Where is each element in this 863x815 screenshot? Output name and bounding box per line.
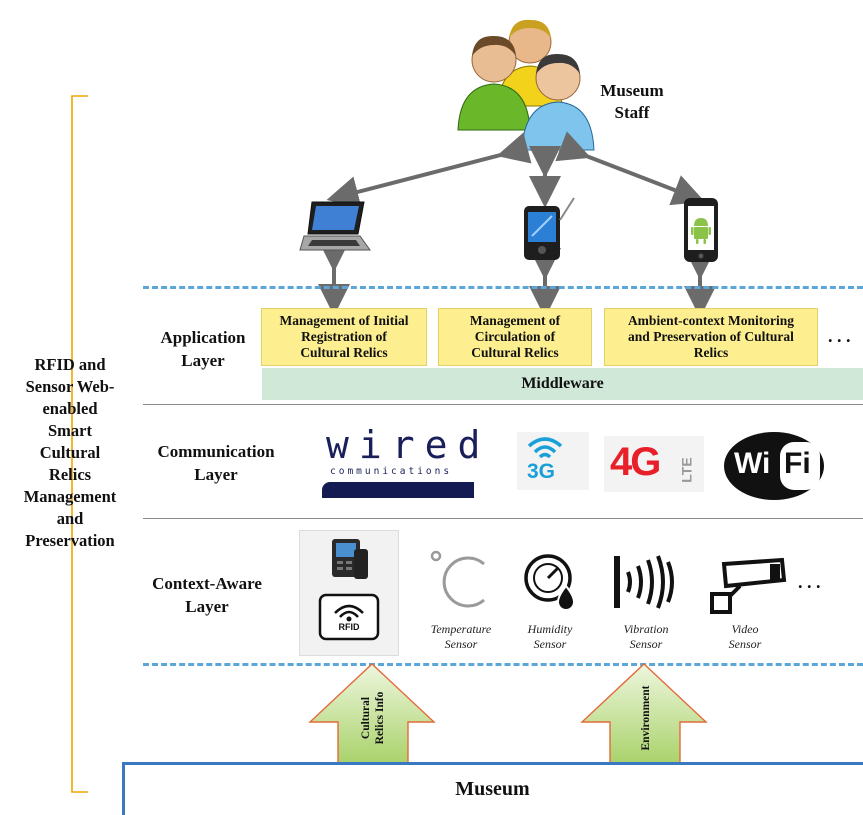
side-bracket [71, 95, 88, 793]
wired-logo-text: wired [326, 423, 491, 467]
sensor-label-line: Humidity [527, 622, 573, 636]
app-box-line: Registration of [301, 329, 387, 344]
wifi-logo [724, 432, 824, 500]
temperature-sensor-label: Temperature Sensor [418, 622, 504, 652]
side-line: Sensor Web- [25, 377, 115, 396]
arrow-staff-phone [555, 131, 705, 206]
staff-label-line: Staff [614, 103, 650, 122]
museum-staff-label: Museum Staff [584, 80, 680, 124]
sensor-label-line: Vibration [623, 622, 669, 636]
sensor-label-line: Sensor [629, 637, 663, 651]
layer-label-line: Communication [157, 442, 275, 461]
layer-label-line: Layer [181, 351, 225, 370]
4g-logo-text: 4G [610, 440, 661, 484]
temperature-sensor-icon [430, 550, 485, 608]
rfid-tag-text: RFID [338, 622, 360, 632]
side-title: RFID and Sensor Web- enabled Smart Cultu… [2, 354, 138, 552]
communication-layer-label: Communication Layer [136, 440, 296, 486]
pda-icon [524, 197, 575, 260]
laptop-icon [299, 201, 371, 251]
app-box-line: Management of Initial [279, 313, 409, 328]
side-line: enabled [42, 399, 98, 418]
app-box-initial-registration: Management of Initial Registration of Cu… [261, 308, 427, 366]
wifi-logo-text-wi: Wi [734, 447, 771, 480]
museum-label: Museum [455, 778, 530, 800]
connection-arrows [318, 131, 716, 318]
layer-label-line: Context-Aware [152, 574, 262, 593]
arrow-staff-laptop [326, 132, 532, 208]
app-layer-ellipsis: . . . [828, 326, 851, 346]
side-line: Cultural [39, 443, 101, 462]
arrow-label-environment: Environment [640, 685, 652, 751]
4g-lte-logo: 4G LTE [604, 436, 704, 492]
side-line: Smart [48, 421, 92, 440]
staff-label-line: Museum [600, 81, 664, 100]
app-box-line: Relics [693, 345, 729, 360]
app-box-line: Circulation of [474, 329, 556, 344]
app-box-line: and Preservation of Cultural [628, 329, 794, 344]
side-line: RFID and [34, 355, 106, 374]
separator-app-comm [143, 404, 863, 405]
side-line: and [56, 509, 84, 528]
sensor-label-line: Temperature [430, 622, 492, 636]
arrow-label-line: Relics Info [374, 691, 386, 745]
layer-label-line: Layer [185, 597, 229, 616]
wireless-signal-icon [527, 437, 563, 459]
side-line: Management [23, 487, 117, 506]
app-box-line: Cultural Relics [300, 345, 388, 360]
vibration-sensor-icon [614, 555, 674, 609]
middleware-bar: Middleware [262, 368, 863, 400]
context-layer-ellipsis: . . . [798, 572, 821, 592]
side-line: Relics [48, 465, 92, 484]
video-sensor-icon [710, 557, 787, 614]
rfid-handheld-reader-icon [332, 539, 368, 579]
dashed-separator-top [143, 286, 863, 289]
museum-staff-icon [457, 19, 595, 151]
3g-logo-text: 3G [527, 460, 556, 483]
rfid-reader-panel: RFID [299, 530, 399, 656]
rfid-tag-icon [318, 593, 380, 641]
staff-person-green [457, 35, 531, 131]
separator-comm-context [143, 518, 863, 519]
app-box-line: Management of [469, 313, 561, 328]
museum-box [122, 762, 863, 815]
wifi-logo-text-fi: Fi [784, 447, 811, 480]
application-layer-label: Application Layer [140, 326, 266, 372]
vibration-sensor-label: Vibration Sensor [606, 622, 686, 652]
android-icon [691, 218, 711, 244]
sensor-label-line: Sensor [533, 637, 567, 651]
sensor-label-line: Sensor [728, 637, 762, 651]
wired-logo-bar [322, 482, 474, 498]
upward-arrows [308, 663, 708, 765]
sensor-label-line: Sensor [444, 637, 478, 651]
context-aware-layer-label: Context-Aware Layer [138, 572, 276, 618]
app-box-ambient-monitoring: Ambient-context Monitoring and Preservat… [604, 308, 818, 366]
smartphone-icon [684, 198, 718, 262]
3g-logo: 3G [517, 432, 589, 490]
arrow-label-line: Cultural [360, 696, 372, 740]
layer-label-line: Layer [194, 465, 238, 484]
sensor-label-line: Video [731, 622, 759, 636]
dashed-separator-bottom [143, 663, 863, 666]
arrow-label-cultural-relics: Cultural Relics Info [359, 663, 387, 773]
video-sensor-label: Video Sensor [708, 622, 782, 652]
layer-label-line: Application [160, 328, 246, 347]
humidity-sensor-icon [524, 554, 576, 611]
wired-logo: wired communications [322, 423, 491, 500]
side-line: Preservation [25, 531, 115, 550]
app-box-line: Ambient-context Monitoring [627, 313, 795, 328]
app-box-circulation: Management of Circulation of Cultural Re… [438, 308, 592, 366]
humidity-sensor-label: Humidity Sensor [510, 622, 590, 652]
app-box-line: Cultural Relics [471, 345, 559, 360]
lte-logo-text: LTE [678, 457, 695, 483]
wired-logo-subtext: communications [330, 466, 453, 477]
